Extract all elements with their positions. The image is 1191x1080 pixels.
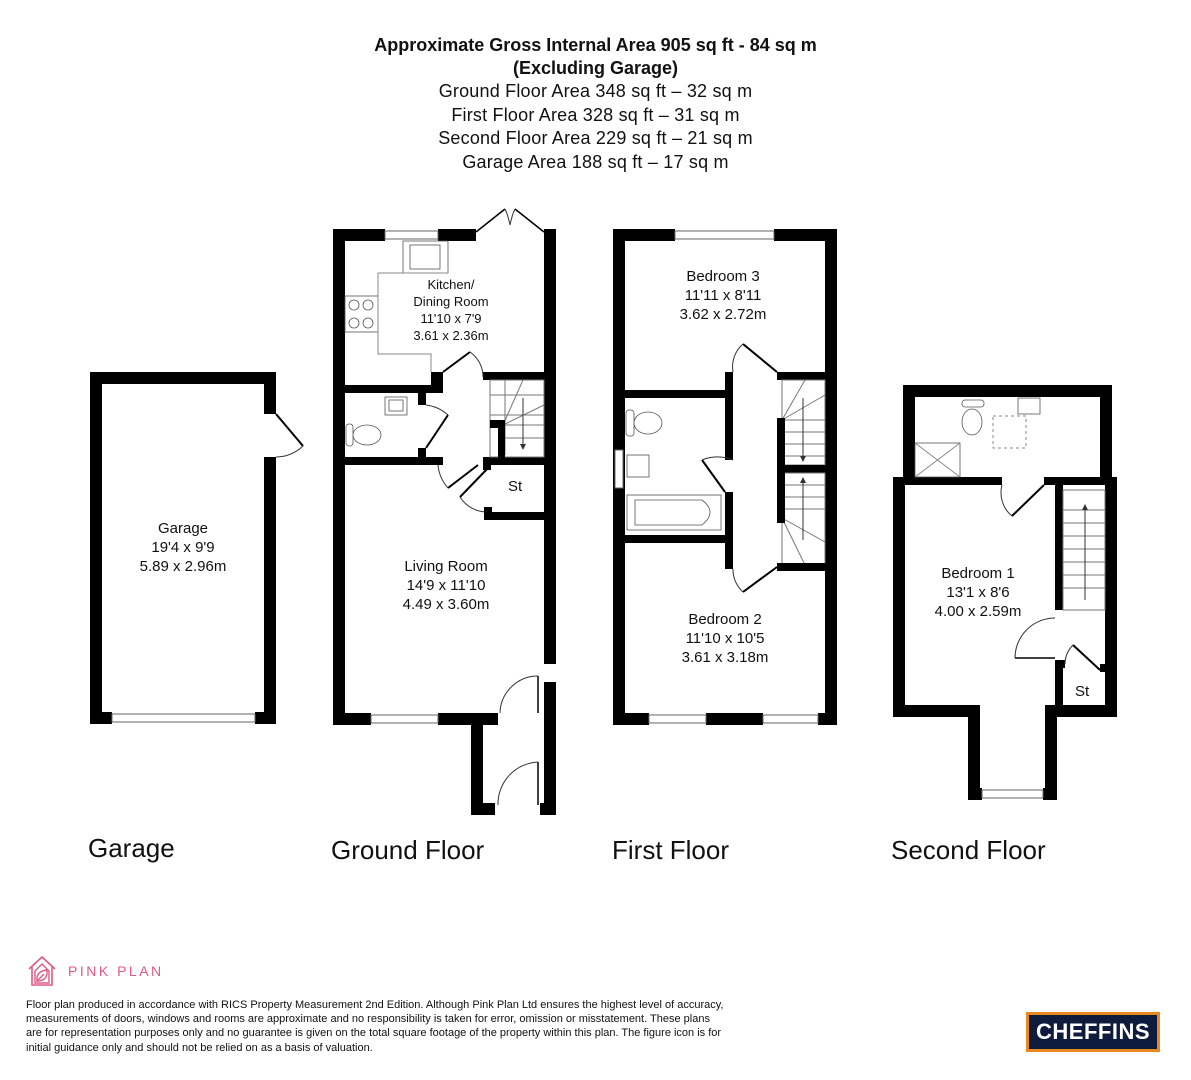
- room-imperial: 11'10 x 10'5: [685, 630, 765, 647]
- room-label-bedroom-3: Bedroom 3 11'11 x 8'11 3.62 x 2.72m: [680, 267, 767, 324]
- room-imperial: 11'10 x 7'9: [420, 311, 482, 326]
- room-name: Bedroom 3: [686, 268, 760, 285]
- room-name-2: Dining Room: [413, 294, 489, 309]
- pink-plan-brand: PINK PLAN: [26, 955, 164, 987]
- floor-label-ground: Ground Floor: [331, 835, 485, 865]
- room-name: Bedroom 2: [688, 611, 762, 628]
- room-name: Living Room: [404, 558, 488, 575]
- disclaimer-text: Floor plan produced in accordance with R…: [26, 999, 724, 1054]
- room-metric: 3.62 x 2.72m: [679, 306, 767, 323]
- room-label-garage: Garage 19'4 x 9'9 5.89 x 2.96m: [140, 519, 227, 576]
- room-imperial: 11'11 x 8'11: [684, 287, 762, 304]
- room-metric: 4.00 x 2.59m: [934, 603, 1022, 620]
- pink-plan-name: PINK PLAN: [68, 963, 164, 979]
- second-floor-area: Second Floor Area 229 sq ft – 21 sq m: [438, 128, 753, 148]
- second-floor-plan: [893, 385, 1117, 800]
- garage-plan: [90, 372, 304, 724]
- cheffins-logo: CHEFFINS: [1026, 1012, 1160, 1052]
- room-imperial: 13'1 x 8'6: [946, 584, 1010, 601]
- gross-area-subtitle: (Excluding Garage): [512, 58, 679, 78]
- floor-label-garage: Garage: [88, 833, 175, 863]
- gross-area-title: Approximate Gross Internal Area 905 sq f…: [374, 35, 817, 55]
- area-summary: Approximate Gross Internal Area 905 sq f…: [0, 34, 1191, 174]
- room-metric: 3.61 x 2.36m: [413, 328, 489, 343]
- garage-area: Garage Area 188 sq ft – 17 sq m: [462, 151, 729, 172]
- room-imperial: 19'4 x 9'9: [151, 539, 215, 556]
- room-imperial: 14'9 x 11'10: [406, 577, 486, 594]
- room-metric: 3.61 x 3.18m: [681, 649, 769, 666]
- floor-label-first: First Floor: [612, 835, 729, 865]
- room-name: Garage: [157, 520, 209, 537]
- first-floor-area: First Floor Area 328 sq ft – 31 sq m: [451, 104, 740, 125]
- room-label-bedroom-1: Bedroom 1 13'1 x 8'6 4.00 x 2.59m: [935, 564, 1022, 621]
- room-label-bedroom-2: Bedroom 2 11'10 x 10'5 3.61 x 3.18m: [682, 610, 769, 667]
- room-metric: 5.89 x 2.96m: [139, 558, 227, 575]
- store-label-second: St: [1075, 683, 1090, 700]
- ground-floor-area: Ground Floor Area 348 sq ft – 32 sq m: [438, 81, 753, 101]
- room-name: Bedroom 1: [941, 565, 1015, 582]
- first-floor-plan: [613, 229, 837, 725]
- house-leaf-icon: [28, 955, 56, 986]
- room-label-living: Living Room 14'9 x 11'10 4.49 x 3.60m: [403, 557, 490, 614]
- floor-label-second: Second Floor: [891, 835, 1046, 865]
- store-label-ground: St: [508, 478, 523, 495]
- room-metric: 4.49 x 3.60m: [402, 596, 490, 613]
- room-name: Kitchen/: [427, 277, 475, 292]
- ground-floor-plan: [333, 208, 556, 815]
- room-label-kitchen: Kitchen/ Dining Room 11'10 x 7'9 3.61 x …: [413, 276, 488, 344]
